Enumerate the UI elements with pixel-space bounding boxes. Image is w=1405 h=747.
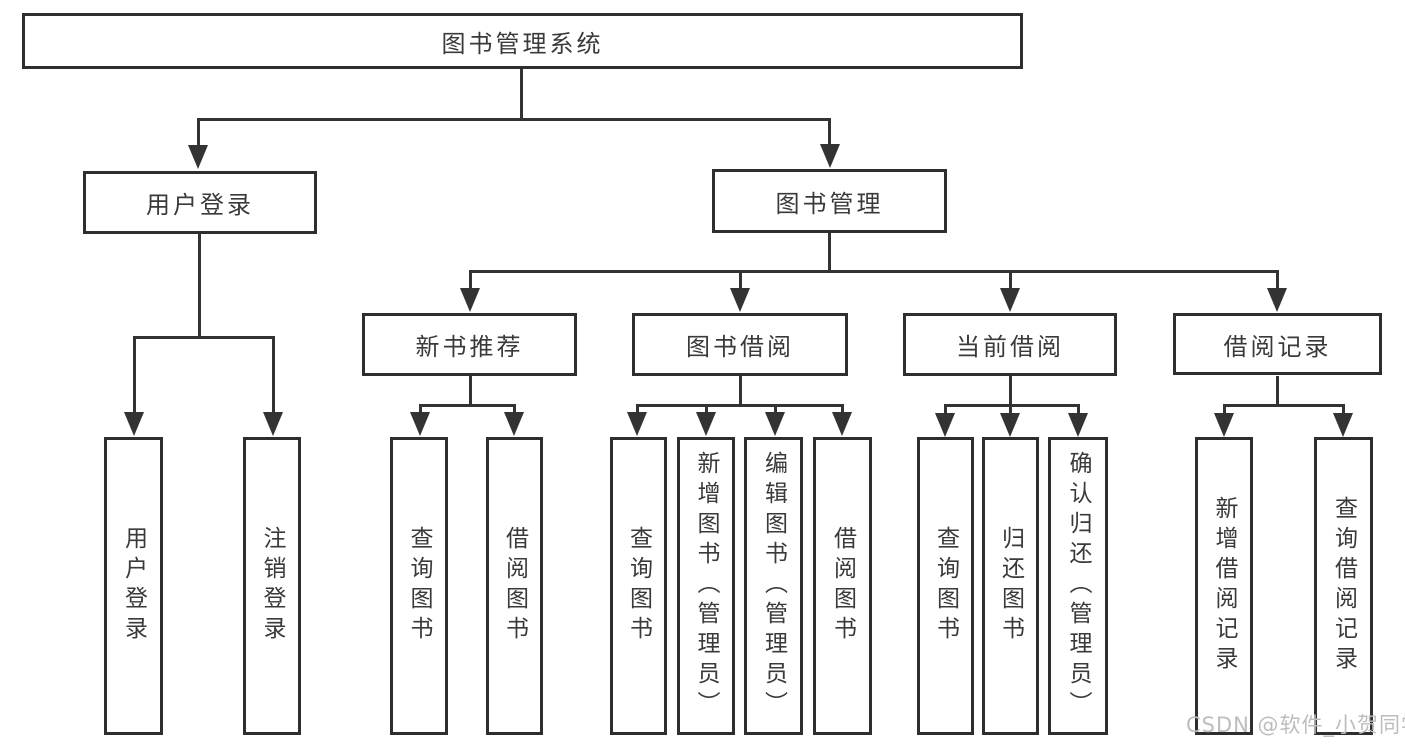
connector-leaf-drop (133, 336, 136, 416)
connector-borrow-records-branch (1223, 404, 1345, 407)
leaf-borrow-books-borrowing: 借阅图书 (813, 437, 872, 735)
arrow-down-icon (504, 412, 524, 436)
node-book-management: 图书管理 (712, 169, 947, 233)
arrow-down-icon (935, 413, 955, 437)
arrow-down-icon (1267, 288, 1287, 312)
arrow-down-icon (765, 412, 785, 436)
arrow-down-icon (832, 412, 852, 436)
arrow-down-icon (820, 144, 840, 168)
connector-leaf-drop (705, 404, 708, 418)
connector-leaf-drop (636, 404, 639, 418)
arrow-down-icon (410, 412, 430, 436)
connector-leaf-drop (1009, 404, 1012, 418)
leaf-query-books-recommend: 查询图书 (390, 437, 448, 735)
connector-leaf-drop (774, 404, 777, 418)
arrow-down-icon (1214, 413, 1234, 437)
node-borrow-records: 借阅记录 (1173, 313, 1382, 375)
connector-new-book-branch (419, 404, 516, 407)
arrow-down-icon (1068, 413, 1088, 437)
connector-borrow-records-stem (1276, 376, 1279, 406)
connector-current-borrow-stem (1009, 376, 1012, 406)
leaf-borrow-books-recommend: 借阅图书 (486, 437, 543, 735)
leaf-confirm-return-admin: 确认归还（管理员） (1048, 437, 1108, 735)
connector-leaf-drop (841, 404, 844, 418)
connector-leaf-drop (272, 336, 275, 416)
arrow-down-icon (1333, 413, 1353, 437)
csdn-watermark: CSDN @软件_小贺同学 (1186, 713, 1405, 737)
connector-new-book-stem (469, 376, 472, 406)
arrow-down-icon (263, 412, 283, 436)
connector-root-branch (197, 118, 831, 121)
connector-level3-drop (1009, 270, 1012, 292)
node-root-library-system: 图书管理系统 (22, 13, 1023, 69)
connector-book-borrow-stem (739, 376, 742, 406)
connector-book-mgmt-drop (828, 118, 831, 148)
connector-book-mgmt-stem (828, 233, 831, 272)
connector-user-login-stem (198, 234, 201, 339)
connector-root-stem (520, 69, 523, 121)
connector-book-mgmt-branch (469, 270, 1279, 273)
node-book-borrowing: 图书借阅 (632, 313, 848, 376)
connector-user-login-branch (133, 336, 275, 339)
connector-leaf-drop (1342, 404, 1345, 418)
leaf-query-books-current: 查询图书 (917, 437, 974, 735)
connector-leaf-drop (1077, 404, 1080, 418)
arrow-down-icon (460, 288, 480, 312)
connector-user-login-drop (197, 118, 200, 148)
connector-current-borrow-branch (944, 404, 1080, 407)
leaf-logout: 注销登录 (243, 437, 301, 735)
connector-leaf-drop (1223, 404, 1226, 418)
connector-level3-drop (469, 270, 472, 292)
connector-level3-drop (739, 270, 742, 292)
arrow-down-icon (1000, 413, 1020, 437)
connector-book-borrow-branch (636, 404, 844, 407)
connector-level3-drop (1276, 270, 1279, 292)
leaf-add-book-admin: 新增图书（管理员） (677, 437, 735, 735)
connector-leaf-drop (944, 404, 947, 418)
leaf-user-login: 用户登录 (104, 437, 163, 735)
arrow-down-icon (124, 412, 144, 436)
leaf-query-books-borrowing: 查询图书 (610, 437, 667, 735)
arrow-down-icon (1000, 288, 1020, 312)
arrow-down-icon (696, 412, 716, 436)
connector-leaf-drop (419, 404, 422, 418)
node-current-borrowing: 当前借阅 (903, 313, 1117, 376)
connector-leaf-drop (513, 404, 516, 418)
arrow-down-icon (627, 412, 647, 436)
leaf-query-borrow-record: 查询借阅记录 (1314, 437, 1373, 735)
node-user-login: 用户登录 (83, 171, 317, 234)
leaf-edit-book-admin: 编辑图书（管理员） (744, 437, 803, 735)
leaf-return-book: 归还图书 (982, 437, 1039, 735)
leaf-add-borrow-record: 新增借阅记录 (1195, 437, 1253, 735)
arrow-down-icon (188, 145, 208, 169)
arrow-down-icon (730, 288, 750, 312)
node-new-book-recommend: 新书推荐 (362, 313, 577, 376)
